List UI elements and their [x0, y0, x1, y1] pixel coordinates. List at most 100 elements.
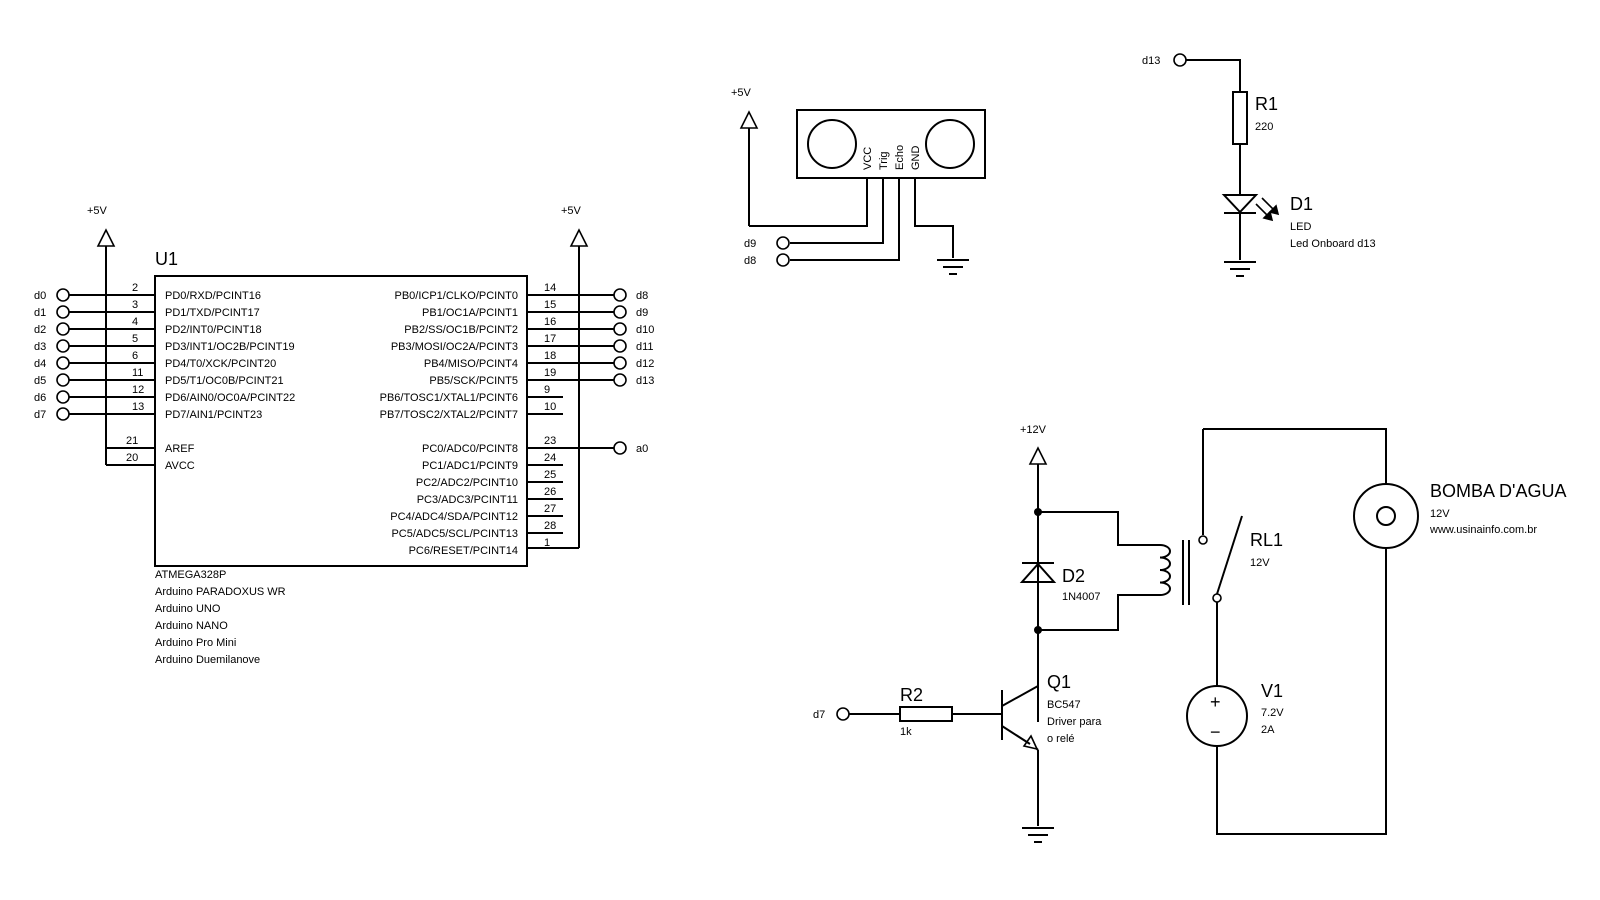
wire-trig [790, 178, 884, 244]
pump-url: www.usinainfo.com.br [1429, 524, 1537, 536]
pin-name: PD0/RXD/PCINT16 [165, 290, 261, 302]
pin-number: 23 [544, 435, 556, 447]
q1-emitter-tip [1035, 747, 1039, 751]
r2-value: 1k [900, 726, 912, 738]
terminal-d0 [56, 288, 70, 302]
sensor-rail-label: +5V [731, 87, 752, 99]
pin-name: PB2/SS/OC1B/PCINT2 [404, 324, 518, 336]
u1-right-pins: d814PB0/ICP1/CLKO/PCINT0d915PB1/OC1A/PCI… [380, 282, 655, 557]
q1-emitter-arrow-icon [1022, 734, 1039, 751]
v1-minus-sign: − [1210, 722, 1221, 742]
pump-wire-bottom [1216, 548, 1387, 835]
u1-description-line: Arduino PARADOXUS WR [155, 586, 286, 598]
wire-echo [790, 178, 900, 261]
terminal-trig [776, 236, 790, 250]
pin-name: PB3/MOSI/OC2A/PCINT3 [391, 341, 518, 353]
driver-terminal [836, 707, 850, 721]
q1-desc-line1: Driver para [1047, 716, 1102, 728]
d1-description: Led Onboard d13 [1290, 238, 1376, 250]
pin-number: 18 [544, 350, 556, 362]
driver-net-label: d7 [813, 709, 825, 721]
relay-coil-icon [1159, 544, 1171, 596]
driver-rail-label: +12V [1020, 424, 1047, 436]
relay-ref: RL1 [1250, 530, 1283, 550]
q1-collector [1001, 685, 1039, 707]
led-terminal [1173, 53, 1187, 67]
rail-arrow-left [96, 228, 116, 247]
net-label: d0 [34, 290, 46, 302]
pin-number: 25 [544, 469, 556, 481]
v1-value-current: 2A [1261, 724, 1275, 736]
terminal-d10 [613, 322, 627, 336]
coil-wire-top [1038, 511, 1160, 546]
net-label: d7 [34, 409, 46, 421]
v1-value-voltage: 7.2V [1261, 707, 1284, 719]
pin-name: PD7/AIN1/PCINT23 [165, 409, 262, 421]
pin-name: AVCC [165, 460, 195, 472]
relay-switch-arm [1216, 515, 1243, 595]
relay-contact-top [1198, 535, 1208, 545]
pin-name: PD6/AIN0/OC0A/PCINT22 [165, 392, 295, 404]
u1-description-line: Arduino Duemilanove [155, 654, 260, 666]
u1-description-line: Arduino NANO [155, 620, 228, 632]
r1-ref: R1 [1255, 94, 1278, 114]
r2-ref: R2 [900, 685, 923, 705]
sensor-pin-gnd: GND [910, 146, 922, 171]
pin-number: 9 [544, 384, 550, 396]
pin-name: PC2/ADC2/PCINT10 [416, 477, 518, 489]
pin-name: PD4/T0/XCK/PCINT20 [165, 358, 276, 370]
rail-arrow-right [569, 228, 589, 247]
terminal-d3 [56, 339, 70, 353]
pin-number: 28 [544, 520, 556, 532]
v1-ref: V1 [1261, 681, 1283, 701]
net-label: d11 [636, 341, 654, 353]
pin-name: PB0/ICP1/CLKO/PCINT0 [395, 290, 519, 302]
resistor-r1 [1232, 91, 1248, 145]
pin-number: 16 [544, 316, 556, 328]
pin-number: 1 [544, 537, 550, 549]
pin-number: 21 [126, 435, 138, 447]
pump-ref: BOMBA D'AGUA [1430, 481, 1566, 501]
sensor-ground-icon [937, 259, 969, 275]
net-label: d9 [636, 307, 648, 319]
terminal-d12 [613, 356, 627, 370]
pin-number: 3 [132, 299, 138, 311]
pin-number: 14 [544, 282, 556, 294]
d1-ref: D1 [1290, 194, 1313, 214]
pin-name: PC6/RESET/PCINT14 [409, 545, 518, 557]
u1-right-5v-rail: +5V [527, 205, 589, 549]
led-ground-icon [1224, 261, 1256, 277]
net-label: d4 [34, 358, 46, 370]
terminal-d2 [56, 322, 70, 336]
d1-value: LED [1290, 221, 1311, 233]
pin-name: PB7/TOSC2/XTAL2/PCINT7 [380, 409, 518, 421]
v1-plus-sign: + [1210, 692, 1221, 712]
pin-name: PD3/INT1/OC2B/PCINT19 [165, 341, 295, 353]
u1-description-line: Arduino UNO [155, 603, 221, 615]
terminal-d6 [56, 390, 70, 404]
pin-number: 20 [126, 452, 138, 464]
led-net-label: d13 [1142, 55, 1160, 67]
q1-emitter [1001, 725, 1031, 745]
pin-name: PB6/TOSC1/XTAL1/PCINT6 [380, 392, 518, 404]
net-label-echo: d8 [744, 255, 756, 267]
terminal-d1 [56, 305, 70, 319]
relay-value: 12V [1250, 557, 1270, 569]
terminal-d4 [56, 356, 70, 370]
u1-description-line: ATMEGA328P [155, 569, 226, 581]
pin-name: PD5/T1/OC0B/PCINT21 [165, 375, 284, 387]
net-label: d3 [34, 341, 46, 353]
